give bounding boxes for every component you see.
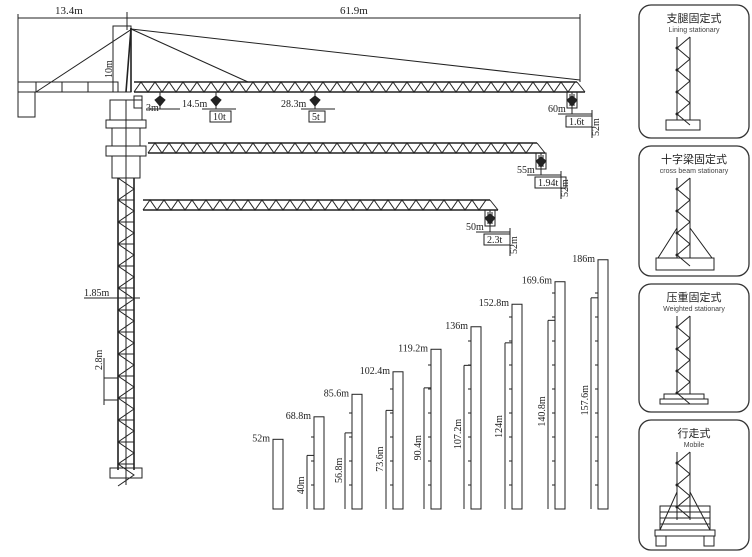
mast-column [470,326,482,510]
base-type-panel: 支腿固定式 Lining stationary [638,4,750,139]
height-config: 169.6m 140.8m [522,276,566,510]
wheel-icon [703,535,715,547]
hook-radius-label: 28.3m [281,99,307,110]
hook-load-label: 5t [312,112,320,123]
counter-jib [17,28,133,118]
total-height-label: 136m [445,321,468,332]
base-type-title: 支腿固定式 [667,11,722,25]
hook-load-label: 1.6t [569,117,585,128]
hook-height-label: 52m [560,179,571,197]
load-box [308,110,326,123]
hook: 28.3m 5t [281,92,335,123]
base-type-panel: 行走式 Mobile [638,419,750,551]
mast-column [351,393,363,510]
hook-load-label: 10t [213,112,226,123]
base-type-title: 压重固定式 [667,290,722,304]
hook: 14.5m 10t [182,92,236,123]
height-config: 152.8m 124m [479,298,523,510]
tie-height-label: 90.4m [413,435,424,461]
hook-icon [566,92,578,107]
base-type-subtitle: cross beam stationary [660,168,729,175]
head-height-label: 10m [104,60,115,78]
base-type-panel: 十字梁固定式 cross beam stationary [638,145,750,277]
hook-load-label: 1.94t [538,178,559,189]
hook-icon [535,153,547,168]
base-type-title: 行走式 [678,427,711,440]
tie-height-label: 157.6m [580,385,591,416]
base-types: 支腿固定式 Lining stationary 十字梁固定式 cross beam s… [638,4,750,551]
tie-height-label: 124m [494,415,505,438]
hook-load-label: 2.3t [487,235,503,246]
hook-radius-label: 60m [548,104,566,115]
tie-height-label: 73.6m [375,446,386,472]
mast-column [392,371,404,510]
base-type-title: 十字梁固定式 [661,152,727,166]
tie-height-label: 56.8m [334,457,345,483]
total-height-label: 119.2m [398,343,428,354]
counterweight [17,91,36,118]
hook-radius-label: 55m [517,165,535,176]
tie-height-label: 40m [296,476,307,494]
tower-head: 10m [104,25,581,109]
total-height-label: 85.6m [324,388,350,399]
section-height-label: 2.8m [94,350,105,371]
hook-radius-label: 3m [146,103,159,114]
base-type-panel: 压重固定式 Weighted stationary [638,283,750,413]
hook-height-label: 52m [591,118,602,136]
total-height-label: 152.8m [479,298,510,309]
jib-length-label: 61.9m [340,5,368,17]
base-type-subtitle: Weighted stationary [663,306,725,313]
height-config: 85.6m 56.8m [324,388,363,510]
counter-jib-length-label: 13.4m [55,5,83,17]
height-config: 102.4m 73.6m [360,366,404,510]
height-config: 186m 157.6m [572,254,609,510]
mast-column [511,303,523,510]
height-config: 119.2m 90.4m [398,343,442,510]
mast-column [597,259,609,510]
hook-icon [210,92,222,107]
mast-column [430,348,442,510]
load-box [534,176,567,189]
hook-height-label: 52m [509,236,520,254]
tie-height-label: 107.2m [453,419,464,450]
total-height-label: 68.8m [286,411,312,422]
top-dimension: 13.4m 61.9m [17,5,581,95]
mast-column [554,281,566,510]
hook: 3m [146,92,180,114]
total-height-label: 169.6m [522,276,553,287]
height-config: 68.8m 40m [286,411,325,510]
base-type-subtitle: Lining stationary [669,27,720,34]
load-box [209,110,232,123]
total-height-label: 52m [252,433,270,444]
hook-radius-label: 50m [466,222,484,233]
height-config: 136m 107.2m [445,321,482,510]
hook-icon [484,210,496,225]
mast-column [272,438,284,510]
hook-radius-label: 14.5m [182,99,208,110]
hook-icon [154,92,166,107]
cab [133,95,143,109]
hook-icon [309,92,321,107]
mast-dimensions: 1.85m 2.8m [84,288,140,405]
wheel-icon [655,535,667,547]
total-height-label: 186m [572,254,595,265]
total-height-label: 102.4m [360,366,391,377]
height-configurations: 52m 68.8m 40m 85.6m 56.8m 102.4m 73.6m 119.2m 90… [252,254,609,510]
tie-height-label: 140.8m [537,396,548,427]
mast [105,99,147,487]
height-config: 52m [252,433,284,510]
mast-width-label: 1.85m [84,288,110,299]
mast-base [109,467,143,479]
base-type-subtitle: Mobile [684,442,705,449]
mast-column [313,416,325,510]
